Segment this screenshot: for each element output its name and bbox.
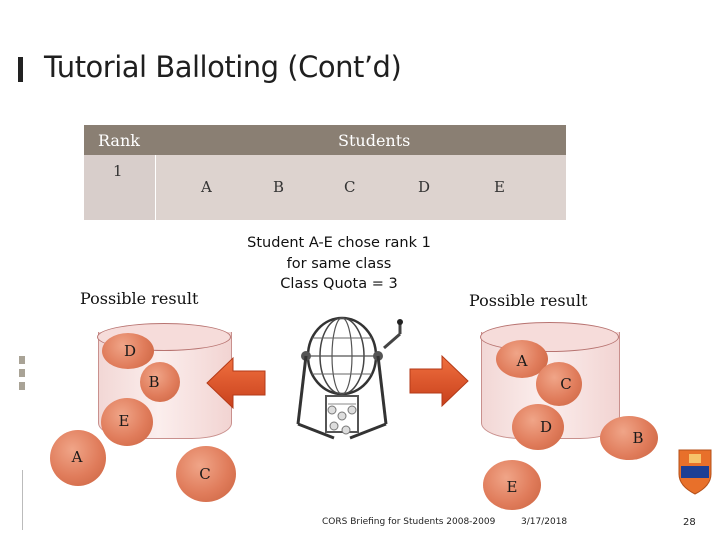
scenario-line-1: Student A-E chose rank 1 (247, 235, 431, 251)
title-accent-bar (18, 57, 23, 82)
scenario-line-2: for same class (286, 255, 392, 272)
side-line (22, 470, 23, 530)
rank-value: 1 (113, 162, 123, 180)
table-body (84, 155, 566, 221)
student-c: C (344, 178, 356, 196)
left-arrow-icon (205, 356, 267, 410)
student-b: B (273, 178, 285, 196)
table-header (84, 125, 566, 155)
rank-cell (84, 155, 156, 220)
right-arrow-icon (408, 354, 470, 408)
side-accent (19, 369, 25, 377)
ball-left-b: B (140, 362, 180, 402)
scenario-description: Student A-E chose rank 1 for same class … (232, 233, 446, 295)
ball-left-e: E (101, 398, 153, 446)
ball-left-c: C (176, 446, 236, 502)
lottery-cage-icon (288, 304, 404, 455)
student-e: E (494, 178, 505, 196)
scenario-line-3: Class Quota = 3 (280, 276, 398, 292)
student-d: D (418, 178, 431, 196)
slide-title: Tutorial Balloting (Cont’d) (44, 50, 402, 84)
student-a: A (201, 178, 212, 196)
right-caption: Possible result (469, 291, 588, 310)
ball-right-d: D (512, 404, 564, 450)
page-number: 28 (683, 517, 696, 528)
side-accent (19, 356, 25, 364)
side-accent (19, 382, 25, 390)
footer-date: 3/17/2018 (521, 517, 568, 527)
footer-text: CORS Briefing for Students 2008-2009 (322, 517, 496, 527)
nus-logo (675, 448, 715, 496)
ball-left-d: D (102, 333, 154, 369)
left-caption: Possible result (80, 289, 199, 308)
ball-right-b: B (600, 416, 658, 460)
ball-right-c: C (536, 362, 582, 406)
header-rank: Rank (98, 131, 140, 150)
header-students: Students (338, 131, 411, 150)
ranking-table: Rank Students 1 A B C D E (84, 125, 566, 221)
ball-left-a: A (50, 430, 106, 486)
ball-right-e: E (483, 460, 541, 510)
